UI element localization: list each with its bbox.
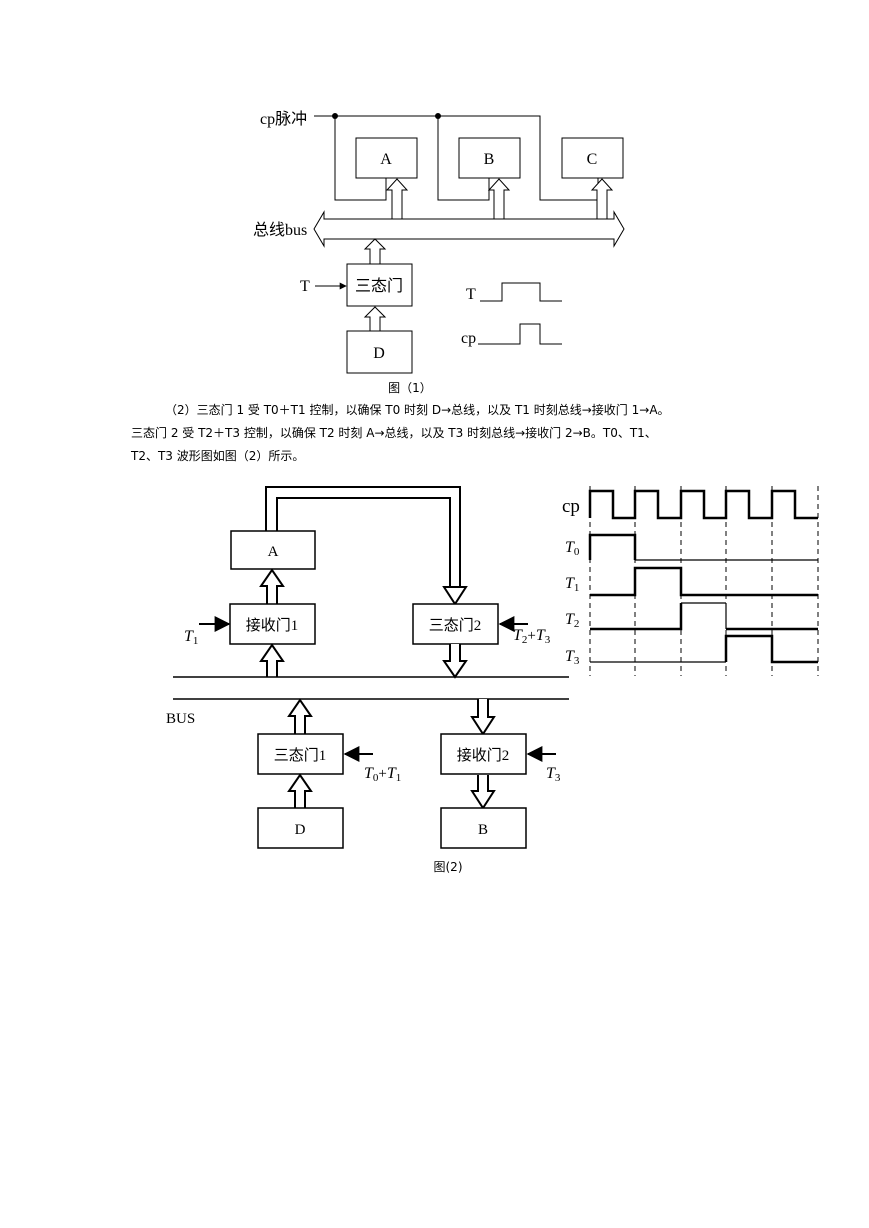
tristate-gate-1-label: 三态门1 — [274, 747, 327, 764]
t1-main: T — [565, 575, 575, 592]
receive-gate-1-control: T1 — [184, 628, 198, 647]
register-d: D — [346, 330, 413, 374]
bus — [313, 210, 625, 248]
t2-main: T — [565, 611, 575, 628]
tristate1-to-bus-arrow — [287, 698, 313, 734]
register-a: A — [355, 137, 418, 179]
tristate-gate-1-control: T0+T1 — [364, 765, 401, 784]
wave-cp-label: cp — [461, 330, 476, 347]
cp-branch-a — [334, 116, 387, 201]
recv1-to-a-arrow — [259, 568, 285, 604]
tristate-gate-1: 三态门1 — [257, 733, 344, 775]
plus: + — [378, 766, 386, 782]
register-a-2-label: A — [268, 544, 279, 560]
wave-t-label: T — [466, 286, 476, 303]
d-to-tristate1-arrow — [287, 773, 313, 808]
timing-cp-wave — [588, 489, 818, 520]
timing-t0-label: T0 — [565, 539, 580, 558]
recv2-to-b-arrow — [470, 775, 496, 810]
paragraph-line-2: 三态门 2 受 T2＋T3 控制，以确保 T2 时刻 A→总线，以及 T3 时刻… — [131, 426, 657, 440]
t0-main: T — [565, 539, 575, 556]
register-d-2-label: D — [295, 822, 306, 838]
timing-diagram: cp T0 T1 T2 T3 — [562, 486, 819, 676]
bus-to-b-arrow — [487, 178, 511, 219]
tristate-gate-2-control: T2+T3 — [513, 627, 551, 646]
figure-1-caption: 图（1） — [388, 381, 432, 395]
t1-main: T — [387, 765, 397, 782]
bus-to-c-arrow — [590, 178, 614, 219]
bus-label-2: BUS — [166, 711, 195, 727]
register-d-label: D — [373, 345, 385, 362]
timing-t0-wave — [588, 533, 637, 560]
register-b: B — [458, 137, 521, 179]
receive-gate-2: 接收门2 — [440, 733, 527, 775]
t3-main: T — [546, 765, 556, 782]
timing-t2-wave — [590, 603, 818, 631]
t0-main: T — [364, 765, 374, 782]
t3-main: T — [565, 648, 575, 665]
t1-main: T — [184, 628, 194, 645]
register-c-label: C — [587, 151, 598, 168]
timing-t3-wave — [724, 634, 818, 664]
register-a-label: A — [380, 151, 392, 168]
receive-gate-2-control: T3 — [546, 765, 561, 784]
junction-dot — [332, 113, 338, 119]
t0-sub: 0 — [373, 772, 379, 784]
t1-sub: 1 — [193, 635, 199, 647]
register-b-label: B — [484, 151, 495, 168]
bus-to-recv2-arrow — [470, 699, 496, 736]
a-to-tristate2-path — [265, 486, 461, 587]
timing-t3-label: T3 — [565, 648, 580, 667]
t3-sub: 3 — [545, 634, 551, 646]
t2-main: T — [513, 627, 523, 644]
bus-to-a-arrow — [385, 178, 409, 219]
d-to-tristate-arrow — [363, 306, 387, 331]
bus-label: 总线bus — [253, 221, 307, 239]
tristate-to-bus-arrow — [363, 238, 387, 264]
t2-sub: 2 — [574, 618, 580, 630]
timing-cp-label: cp — [562, 496, 580, 517]
tristate-gate-2-label: 三态门2 — [429, 617, 482, 634]
timing-t1-label: T1 — [565, 575, 579, 594]
timing-t2-label: T2 — [565, 611, 579, 630]
paragraph-line-3: T2、T3 波形图如图（2）所示。 — [131, 449, 305, 463]
t3-sub: 3 — [555, 772, 561, 784]
receive-gate-1: 接收门1 — [229, 603, 316, 645]
paragraph-line-1: （2）三态门 1 受 T0＋T1 控制，以确保 T0 时刻 D→总线，以及 T1… — [165, 403, 670, 417]
receive-gate-2-label: 接收门2 — [457, 747, 510, 764]
figure-1-bus-diagram: cp脉冲 A B C 总线bus 三态门 T D T cp 图（1） — [253, 110, 625, 395]
tristate-gate-2: 三态门2 — [412, 603, 499, 645]
register-d-2: D — [257, 807, 344, 849]
plus: + — [527, 628, 535, 644]
junction-dot — [435, 113, 441, 119]
wave-t — [480, 282, 562, 302]
t3-main: T — [536, 627, 546, 644]
t2-sub: 2 — [522, 634, 528, 646]
a-to-tristate2-arrowhead — [442, 586, 468, 606]
figure-2-caption: 图(2) — [434, 860, 463, 874]
timing-t1-wave — [590, 566, 818, 597]
t3-sub: 3 — [574, 655, 580, 667]
cp-pulse-label: cp脉冲 — [260, 110, 307, 128]
register-b-2-label: B — [478, 822, 488, 838]
register-b-2: B — [440, 807, 527, 849]
tristate-gate: 三态门 — [346, 263, 413, 307]
t-control-label: T — [300, 278, 310, 295]
t1-sub: 1 — [574, 582, 580, 594]
cp-branch-b — [437, 116, 490, 201]
figure-2-bus-timing-diagram: A 接收门1 T1 三态门2 T2+T3 BUS 三态门1 T0+T1 D — [166, 486, 819, 874]
wave-cp — [478, 323, 562, 345]
tristate-gate-label: 三态门 — [355, 277, 403, 295]
t1-sub: 1 — [396, 772, 402, 784]
receive-gate-1-label: 接收门1 — [246, 617, 299, 634]
register-c: C — [561, 137, 624, 179]
register-a-2: A — [230, 530, 316, 570]
tristate2-to-bus-arrow — [442, 644, 468, 679]
t0-sub: 0 — [574, 546, 580, 558]
bus-to-recv1-arrow — [259, 643, 285, 677]
